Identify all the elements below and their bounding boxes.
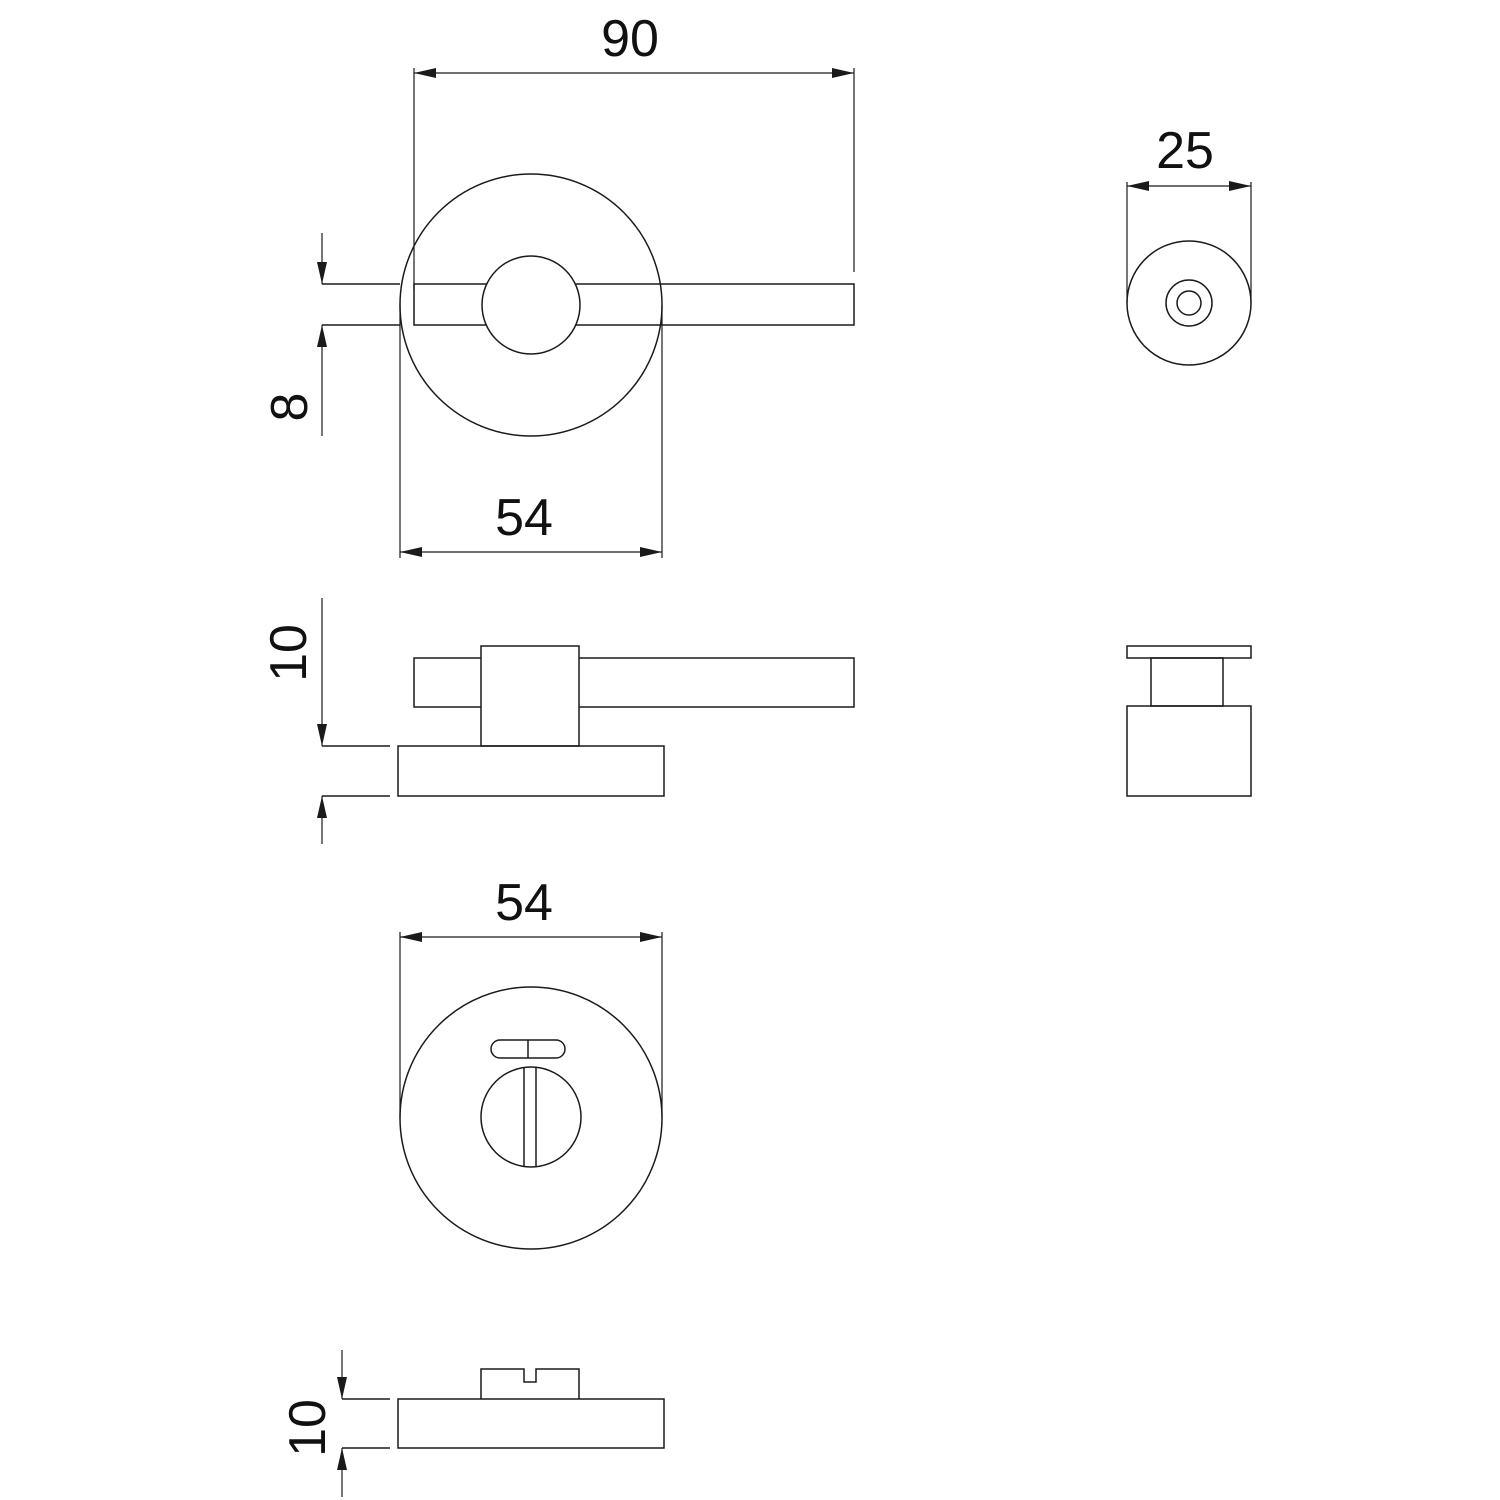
dim-label-54-bottom: 54 [495, 874, 553, 932]
dim-label-10-middle: 10 [260, 624, 318, 682]
dim-turn-rose-diameter: 54 [399, 874, 663, 1118]
turn-side-knob [480, 1368, 580, 1399]
turn-side-rose [397, 1398, 665, 1449]
dim-turn-rose-height: 10 [279, 1350, 347, 1497]
knob-inner-ring [1165, 279, 1213, 327]
knob-side-view [1126, 645, 1252, 797]
dim-lever-rose-height: 10 [260, 598, 327, 844]
dim-label-90: 90 [601, 10, 659, 68]
turn-rose-outline [399, 986, 663, 1250]
turn-rose-front-view: 54 [399, 874, 663, 1250]
indicator-window [490, 1039, 566, 1059]
knob-side-stem [1150, 657, 1224, 707]
lever-side-view: 10 [260, 598, 855, 844]
knob-center-hole [1176, 290, 1202, 316]
knob-front-view: 25 [1126, 122, 1252, 366]
lever-front-view: 90 8 54 [261, 10, 855, 558]
knob-outline [1126, 240, 1252, 366]
lever-side-bar [413, 657, 855, 708]
dim-knob-diameter: 25 [1126, 122, 1252, 303]
dim-lever-thickness: 8 [261, 233, 327, 436]
turn-knob-circle [480, 1066, 582, 1168]
dim-label-10-bottom: 10 [279, 1399, 337, 1457]
turn-rose-side-view: 10 [279, 1350, 665, 1497]
lever-neck-circle [481, 255, 581, 355]
lever-side-rose [397, 745, 665, 797]
knob-side-base [1126, 705, 1252, 797]
dim-label-25: 25 [1156, 122, 1214, 180]
dim-label-8: 8 [261, 393, 319, 422]
dim-label-54-top: 54 [495, 489, 553, 547]
dim-lever-rose-diameter: 54 [399, 305, 663, 558]
dim-lever-length: 90 [413, 10, 855, 290]
knob-side-cap [1126, 645, 1252, 659]
lever-bar [413, 283, 855, 326]
lever-side-neck [480, 645, 580, 747]
